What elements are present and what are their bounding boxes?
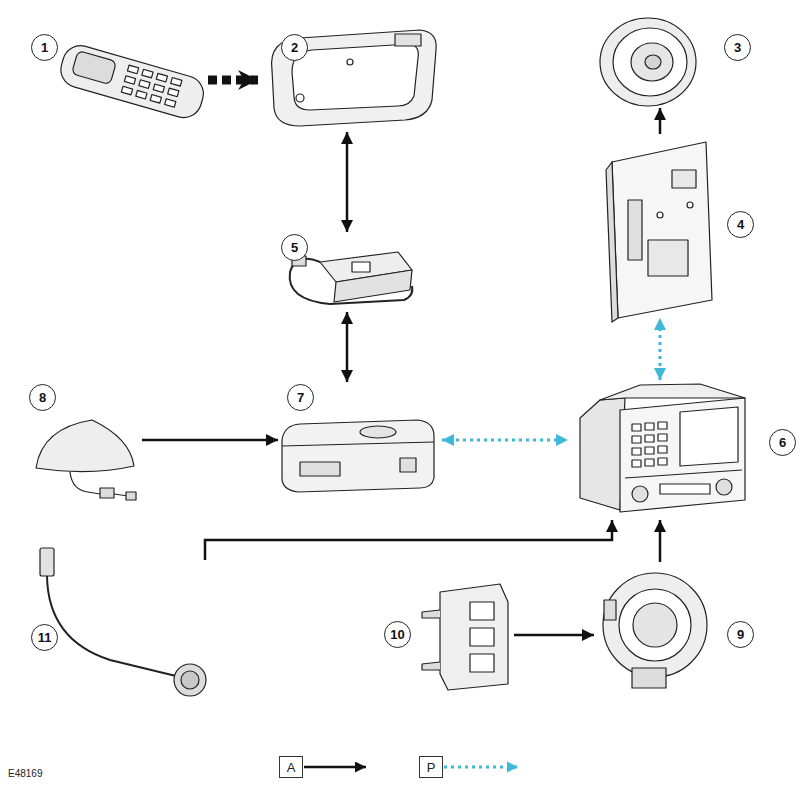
callout-number: 5: [281, 234, 308, 261]
component: 1: [28, 28, 208, 128]
connector-arrow: [346, 312, 349, 382]
component: 5: [278, 232, 423, 312]
data-bus-connector: [659, 318, 662, 380]
connector-arrow: [208, 76, 258, 85]
legend-item: P: [419, 756, 443, 778]
component: 8: [24, 382, 142, 516]
callout-number: 11: [31, 624, 58, 651]
component: 11: [28, 560, 214, 694]
callout-number: 6: [769, 429, 796, 456]
callout-number: 1: [31, 34, 58, 61]
connector-arrow: [142, 439, 278, 442]
component: 7: [278, 382, 442, 492]
component: 10: [380, 578, 514, 692]
data-bus-connector: [442, 439, 568, 442]
callout-number: 7: [287, 384, 314, 411]
figure-number: E48169: [8, 768, 42, 779]
component: 3: [588, 16, 755, 108]
connector-arrow: [659, 520, 662, 562]
legend-key: P: [419, 756, 443, 778]
legend-line-sample: [444, 766, 518, 769]
callout-number: 8: [29, 384, 56, 411]
legend-item: A: [279, 756, 303, 778]
connector-arrow: [514, 634, 594, 637]
illustration: [36, 18, 745, 696]
legend-line-sample: [304, 766, 366, 769]
component: 2: [258, 28, 438, 132]
callout-number: 9: [727, 621, 754, 648]
component: 6: [568, 380, 794, 520]
callout-number: 3: [724, 34, 751, 61]
callout-number: 2: [281, 34, 308, 61]
connector-arrow: [346, 132, 349, 232]
connector-arrow: [205, 520, 612, 560]
callout-number: 10: [384, 621, 411, 648]
callout-number: 4: [727, 211, 754, 238]
label-holder: E48169: [8, 768, 42, 779]
legend-key: A: [279, 756, 303, 778]
connector-arrow: [659, 108, 662, 134]
component: 4: [604, 134, 756, 318]
component: 9: [594, 562, 756, 692]
